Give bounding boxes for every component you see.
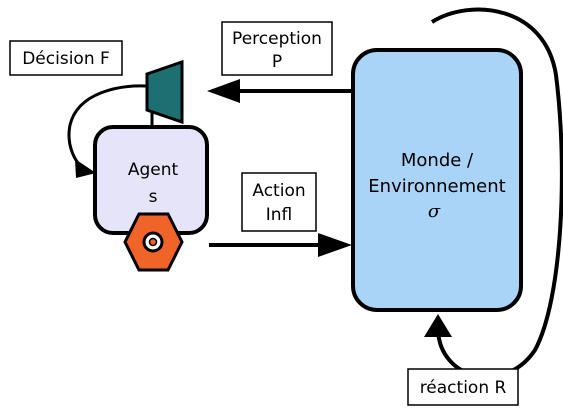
reaction-arrowhead xyxy=(424,314,452,337)
action-label-line1: Action xyxy=(252,181,305,201)
perception-label-line1: Perception xyxy=(232,29,322,49)
decision-icon xyxy=(145,59,184,125)
nut-hole-inner xyxy=(148,237,158,247)
decision-loop-arrow xyxy=(67,84,147,170)
action-label-box xyxy=(241,172,317,232)
perception-arrowhead xyxy=(207,79,240,103)
reaction-label-box xyxy=(407,368,519,406)
world-box xyxy=(351,48,523,312)
agent-label: Agent xyxy=(128,160,179,180)
world-symbol: σ xyxy=(428,201,441,222)
decision-label: Décision F xyxy=(22,49,110,69)
agent-state-label: s xyxy=(149,187,158,207)
reaction-label: réaction R xyxy=(420,378,507,398)
world-label-line1: Monde / xyxy=(401,150,474,171)
decision-label-box xyxy=(9,40,123,76)
perception-label-box xyxy=(221,21,333,76)
decision-loop-arrowhead xyxy=(75,159,96,178)
action-arrowhead xyxy=(318,233,352,257)
perception-label-line2: P xyxy=(272,52,282,72)
action-label-line2: Infl xyxy=(266,205,293,225)
world-label-line2: Environnement xyxy=(368,176,505,197)
